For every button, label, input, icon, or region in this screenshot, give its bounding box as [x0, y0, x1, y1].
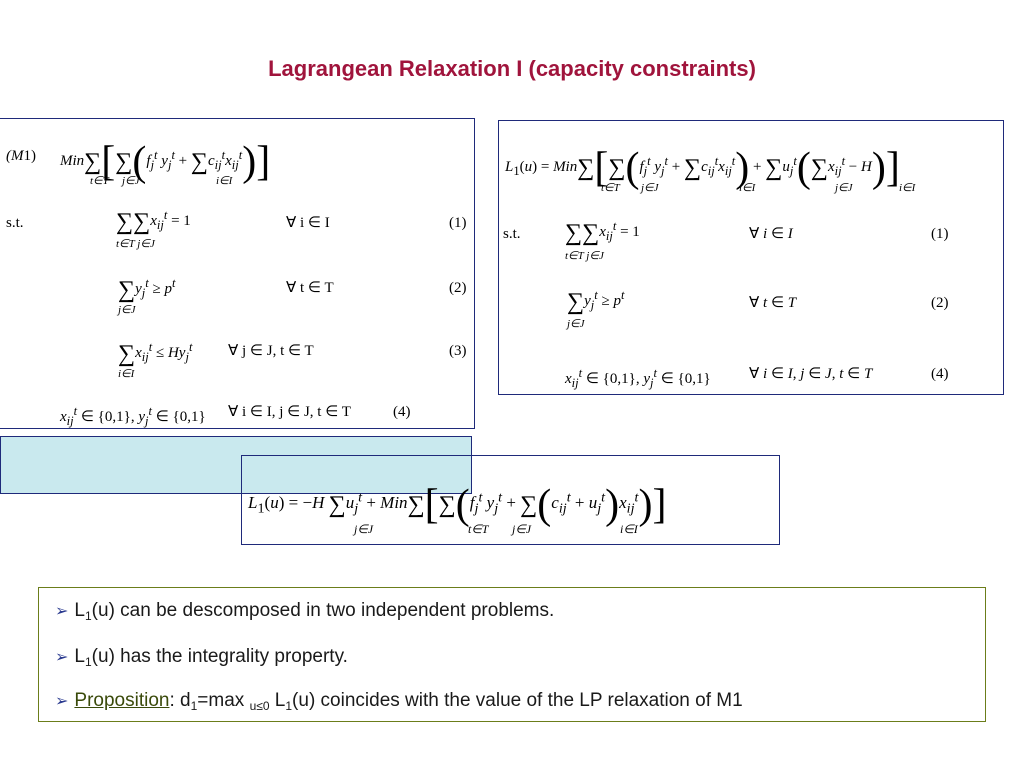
m1-c2-forall: ∀ t ∈ T — [286, 280, 334, 296]
arrow-bullet-icon: ➢ — [55, 649, 69, 666]
l1-c1-forall: ∀ i ∈ I — [749, 226, 793, 242]
m1-c1-num: (1) — [449, 215, 467, 231]
bullet-integrality: ➢L1(u) has the integrality property. — [55, 646, 348, 669]
l1-c1-expr: ∑∑xijt = 1 — [565, 219, 640, 246]
l1-c4-forall: ∀ i ∈ I, j ∈ J, t ∈ T — [749, 366, 873, 382]
m1-c3-num: (3) — [449, 343, 467, 359]
m1-c2-num: (2) — [449, 280, 467, 296]
model-label: (M1) — [6, 148, 36, 164]
proposition-link[interactable]: Proposition — [74, 690, 170, 711]
l1-c2-num: (2) — [931, 295, 949, 311]
l1-c1-num: (1) — [931, 226, 949, 242]
lagrangean-l1-box: L1(u) = Min∑[∑(fjt yjt + ∑cijtxijt) + ∑u… — [498, 120, 1004, 395]
l1-c2-expr: ∑yjt ≥ pt — [567, 288, 625, 315]
arrow-bullet-icon: ➢ — [55, 693, 69, 710]
decomposed-expression: L1(u) = −H ∑ujt + Min∑[∑(fjt yjt + ∑(cij… — [248, 482, 667, 528]
m1-objective: Min∑[∑(fjt yjt + ∑cijtxijt)] — [60, 139, 271, 185]
m1-c3-expr: ∑xijt ≤ Hyjt — [118, 340, 193, 367]
m1-c4-expr: xijt ∈ {0,1}, yjt ∈ {0,1} — [60, 404, 206, 428]
m1-c4-num: (4) — [393, 404, 411, 420]
decomposed-l1-box: L1(u) = −H ∑ujt + Min∑[∑(fjt yjt + ∑(cij… — [241, 455, 780, 545]
l1-c2-forall: ∀ t ∈ T — [749, 295, 797, 311]
l1-st: s.t. — [503, 226, 521, 242]
bullet-proposition: ➢Proposition: d1=max u≤0 L1(u) coincides… — [55, 690, 743, 713]
m1-c1-forall: ∀ i ∈ I — [286, 215, 330, 231]
bullet-decomposition: ➢L1(u) can be descomposed in two indepen… — [55, 600, 555, 623]
m1-st: s.t. — [6, 215, 24, 231]
l1-objective: L1(u) = Min∑[∑(fjt yjt + ∑cijtxijt) + ∑u… — [505, 145, 900, 191]
arrow-bullet-icon: ➢ — [55, 603, 69, 620]
l1-c4-num: (4) — [931, 366, 949, 382]
l1-c4-expr: xijt ∈ {0,1}, yjt ∈ {0,1} — [565, 366, 711, 390]
m1-c2-expr: ∑yjt ≥ pt — [118, 276, 176, 303]
m1-c3-forall: ∀ j ∈ J, t ∈ T — [228, 343, 314, 359]
conclusions-box: ➢L1(u) can be descomposed in two indepen… — [38, 587, 986, 722]
m1-c1-expr: ∑∑xijt = 1 — [116, 208, 191, 235]
m1-c4-forall: ∀ i ∈ I, j ∈ J, t ∈ T — [228, 404, 351, 420]
model-m1-box: (M1) Min∑[∑(fjt yjt + ∑cijtxijt)] t∈T j∈… — [0, 118, 475, 494]
slide-title: Lagrangean Relaxation I (capacity constr… — [268, 56, 756, 81]
capacity-constraint-highlight — [0, 436, 472, 494]
